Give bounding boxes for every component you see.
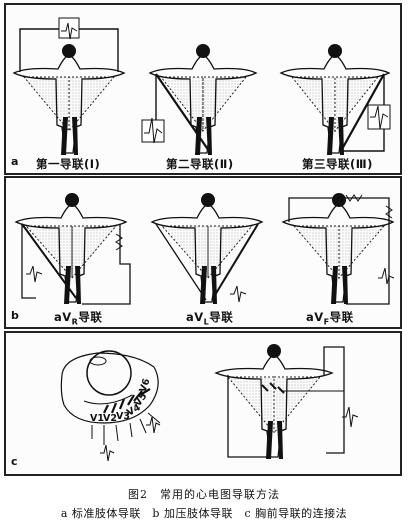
chest-lead-v1: V1 [90, 413, 104, 424]
chest-lead-v2: V2 [103, 413, 117, 424]
lead-2-name: 第二导联(Ⅱ) [166, 157, 234, 171]
panel-b-label: b [11, 309, 19, 322]
lead-avf-name: aVF导联 [306, 310, 354, 327]
figure-chest-lead [214, 344, 359, 459]
panel-a-figure [12, 17, 391, 155]
panel-c-figure: V1 V2 V3 V4 V5 V6 [60, 344, 359, 462]
chest-lead-v3: V3 [116, 411, 130, 422]
figure-lead-2 [141, 44, 258, 155]
figure-lead-3 [279, 44, 391, 155]
lead-avr-name: aVR导联 [54, 310, 103, 327]
panel-c-label: c [11, 455, 18, 468]
panel-a-standard-limb-leads: a 第一导联(Ⅰ) 第二导联(Ⅱ) 第三导联(Ⅲ) [4, 3, 402, 175]
chest-lead-v6: V6 [137, 377, 152, 394]
lead-3-name: 第三导联(Ⅲ) [302, 157, 373, 171]
figure-caption-subtitle: a 标准肢体导联 b 加压肢体导联 c 胸前导联的连接法 [60, 507, 348, 520]
figure-avf [281, 193, 395, 305]
panel-a-label: a [11, 155, 19, 168]
panel-b-figure [14, 193, 395, 305]
figure-caption-title: 图2 常用的心电图导联方法 [128, 488, 280, 501]
lead-avl-name: aVL导联 [186, 310, 234, 327]
figure-avl [150, 193, 264, 304]
panel-c-chest-leads: V1 V2 V3 V4 V5 V6 c [4, 331, 402, 476]
figure-lead-1 [12, 17, 126, 155]
figure-avr [14, 193, 131, 305]
lead-1-name: 第一导联(Ⅰ) [36, 157, 101, 171]
panel-b-augmented-limb-leads: b aVR导联 aVL导联 aVF导联 [4, 176, 402, 329]
thorax-cross-section [60, 350, 161, 462]
